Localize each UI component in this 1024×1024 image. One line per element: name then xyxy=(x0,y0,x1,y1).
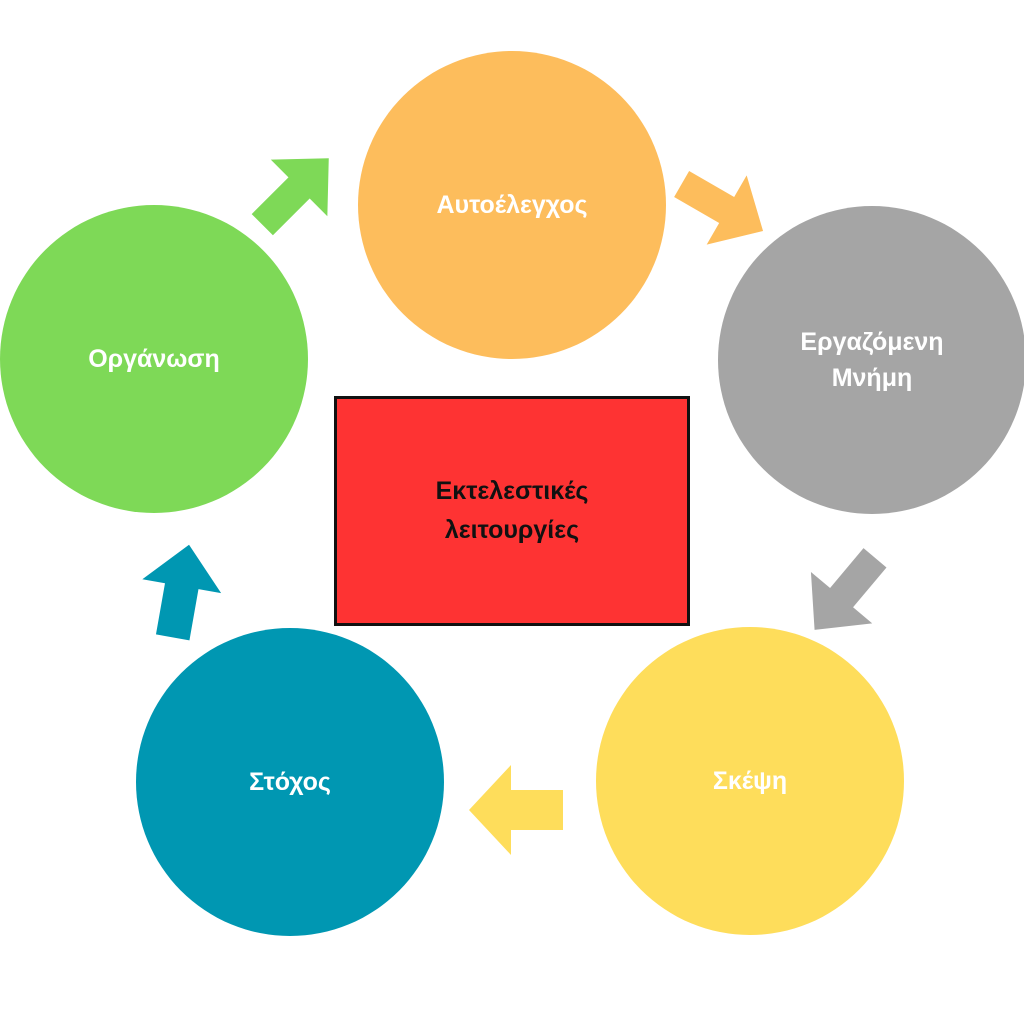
center-title-line1: Εκτελεστικές xyxy=(435,477,589,506)
node-label: Αυτοέλεγχος xyxy=(436,190,588,219)
arrow-working-memory-to-thinking xyxy=(810,548,887,630)
node-self-control: Αυτοέλεγχος xyxy=(358,51,666,359)
node-label: Στόχος xyxy=(249,767,331,796)
node-label: Σκέψη xyxy=(712,766,788,795)
arrow-icon xyxy=(469,765,563,855)
arrow-icon xyxy=(142,544,222,641)
node-label-line2: Μνήμη xyxy=(831,364,913,392)
node-thinking: Σκέψη xyxy=(596,627,904,935)
node-goal: Στόχος xyxy=(136,628,444,936)
node-label: Οργάνωση xyxy=(88,344,220,373)
node-organization: Οργάνωση xyxy=(0,205,308,513)
arrow-thinking-to-goal xyxy=(469,765,563,855)
center-box-executive-functions: Εκτελεστικές λειτουργίες xyxy=(334,396,690,626)
arrow-icon xyxy=(674,171,764,245)
arrow-icon xyxy=(251,158,329,236)
arrow-icon xyxy=(810,548,887,630)
arrow-organization-to-self-control xyxy=(251,158,329,236)
node-working-memory: Εργαζόμενη Μνήμη xyxy=(718,206,1024,514)
arrow-goal-to-organization xyxy=(142,544,222,641)
center-title-line2: λειτουργίες xyxy=(444,516,580,544)
node-label-line1: Εργαζόμενη xyxy=(800,327,944,356)
arrow-self-control-to-working-memory xyxy=(674,171,764,245)
